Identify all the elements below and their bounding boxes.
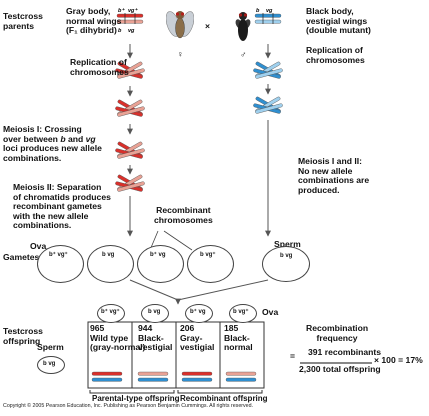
offspring-phenotype-3b: vestigial bbox=[180, 342, 215, 353]
offspring-count-2: 944 bbox=[138, 323, 153, 333]
bracket-parental bbox=[89, 390, 175, 394]
merge-line-right bbox=[177, 279, 269, 301]
ovum-genotype-3: b⁺ vg bbox=[150, 252, 166, 258]
chrom-left-parent-top bbox=[116, 13, 144, 18]
female-symbol: ♀ bbox=[177, 49, 184, 59]
recombinant-pointer-2 bbox=[163, 230, 193, 251]
chrom-right-pair-d bbox=[255, 103, 283, 114]
formula-denominator: 2,300 total offspring bbox=[299, 364, 381, 374]
offspring-chrom-sperm-2 bbox=[137, 377, 169, 382]
chrom-left-meiosis2-d bbox=[117, 181, 145, 192]
offspring-ovum-genotype-1: b⁺ vg⁺ bbox=[101, 309, 120, 315]
offspring-phenotype-4b: normal bbox=[224, 342, 253, 353]
ovum-genotype-2: b vg bbox=[102, 252, 115, 258]
copyright-notice: Copyright © 2005 Pearson Education, Inc.… bbox=[3, 403, 254, 409]
chrom-left-repl-d bbox=[117, 68, 145, 79]
chrom-left-crossover-d bbox=[117, 148, 145, 159]
offspring-chrom-sperm-1 bbox=[91, 377, 123, 382]
ovum-gamete-1 bbox=[37, 245, 84, 283]
sperm-gamete bbox=[262, 246, 310, 282]
chrom-right-repl-d bbox=[255, 68, 283, 79]
offspring-ovum-genotype-2: b vg bbox=[148, 309, 161, 315]
offspring-phenotype-4a: Black- bbox=[224, 332, 250, 343]
merge-line-left bbox=[129, 279, 179, 301]
offspring-ovum-2 bbox=[141, 304, 169, 323]
male-symbol: ♂ bbox=[240, 49, 247, 59]
offspring-phenotype-1a: Wild type bbox=[90, 332, 129, 343]
offspring-ovum-4 bbox=[229, 304, 257, 323]
black-body-label: Black body,vestigial wings(double mutant… bbox=[306, 6, 371, 36]
chrom-right-parent-top bbox=[254, 13, 282, 18]
meiosis-1-label: Meiosis I: Crossing over between b and v… bbox=[3, 124, 102, 163]
offspring-phenotype-1b: (gray-normal) bbox=[90, 342, 146, 353]
chrom-left-label-b: b bbox=[118, 28, 122, 34]
ovum-genotype-4: b vg⁺ bbox=[200, 252, 216, 258]
chrom-right-label-b: b bbox=[256, 8, 260, 14]
offspring-chrom-ovum-2 bbox=[137, 371, 169, 376]
offspring-phenotype-2b: vestigial bbox=[138, 342, 173, 353]
ovum-gamete-2 bbox=[87, 245, 134, 283]
offspring-cell-3: 206 Gray- vestigial bbox=[180, 323, 215, 353]
gametes-label: Gametes bbox=[3, 252, 40, 262]
gray-body-label: Gray body,normal wings(F₁ dihybrid) bbox=[66, 6, 122, 36]
fly-double-mutant bbox=[230, 8, 256, 44]
offspring-phenotype-2a: Black- bbox=[138, 332, 164, 343]
gametes-sperm-label: Sperm bbox=[274, 239, 301, 249]
offspring-chrom-ovum-4 bbox=[225, 371, 257, 376]
ovum-gamete-3 bbox=[137, 245, 184, 283]
offspring-sperm-label: Sperm bbox=[37, 342, 64, 352]
offspring-sperm-genotype: b vg bbox=[43, 361, 56, 367]
chrom-left-pair-d bbox=[117, 106, 145, 117]
offspring-ovum-genotype-3: b⁺ vg bbox=[190, 309, 206, 315]
offspring-chrom-ovum-1 bbox=[91, 371, 123, 376]
formula-result: × 100 = 17% bbox=[374, 355, 423, 365]
chrom-left-label-vg-plus: vg⁺ bbox=[128, 8, 138, 14]
allele-vg-italic-label: vg bbox=[85, 133, 96, 144]
offspring-ova-label: Ova bbox=[262, 307, 279, 317]
offspring-phenotype-3a: Gray- bbox=[180, 332, 203, 343]
formula-numerator: 391 recombinants bbox=[308, 347, 382, 357]
offspring-ovum-3 bbox=[185, 304, 213, 323]
recombinant-offspring-label: Recombinant offspring bbox=[180, 394, 268, 403]
gametes-ova-label: Ova bbox=[30, 241, 47, 251]
allele-b-italic-label: b bbox=[60, 133, 66, 144]
offspring-count-1: 965 bbox=[90, 323, 105, 333]
cross-symbol: × bbox=[205, 21, 211, 31]
offspring-count-3: 206 bbox=[180, 323, 195, 333]
parental-type-label: Parental-type offspring bbox=[92, 394, 180, 403]
offspring-ovum-1 bbox=[97, 304, 125, 323]
offspring-count-4: 185 bbox=[224, 323, 239, 333]
offspring-chrom-ovum-3 bbox=[181, 371, 213, 376]
chrom-right-parent-bottom bbox=[254, 19, 282, 24]
ovum-genotype-1: b⁺ vg⁺ bbox=[49, 252, 68, 258]
chrom-right-label-vg: vg bbox=[266, 8, 273, 14]
offspring-sperm bbox=[37, 356, 65, 374]
offspring-ovum-genotype-4: b vg⁺ bbox=[233, 309, 249, 315]
chrom-left-label-vg: vg bbox=[128, 28, 135, 34]
offspring-chrom-sperm-3 bbox=[181, 377, 213, 382]
offspring-chrom-sperm-4 bbox=[225, 377, 257, 382]
formula-equals: = bbox=[290, 351, 296, 361]
ovum-gamete-4 bbox=[187, 245, 234, 283]
fly-wild-type bbox=[165, 6, 195, 46]
chrom-left-label-b-plus: b⁺ bbox=[118, 8, 125, 14]
bracket-recombinant bbox=[177, 390, 263, 394]
chrom-left-parent-bottom bbox=[116, 19, 144, 24]
offspring-cell-1: 965 Wild type (gray-normal) bbox=[90, 323, 146, 353]
sperm-genotype: b vg bbox=[280, 253, 293, 259]
offspring-cell-2: 944 Black- vestigial bbox=[138, 323, 173, 353]
offspring-cell-4: 185 Black- normal bbox=[224, 323, 253, 353]
